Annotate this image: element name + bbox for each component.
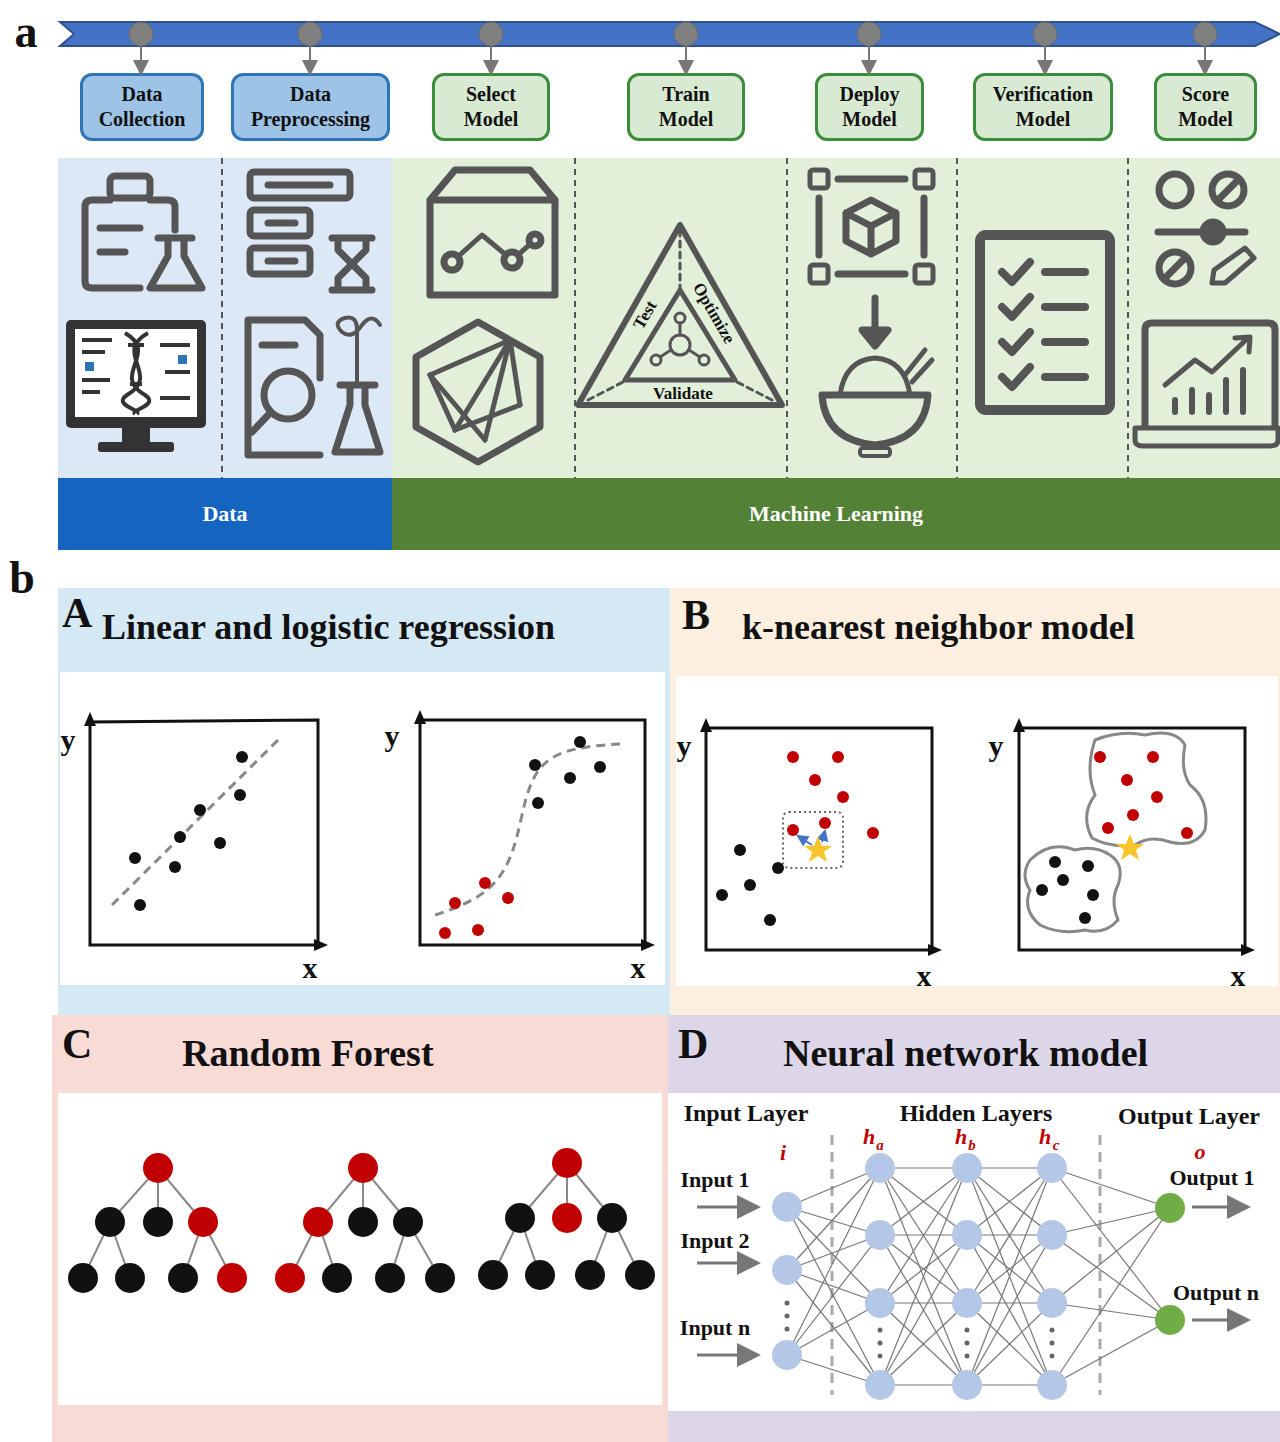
panel-title: Neural network model <box>783 1033 1148 1075</box>
node-label: Verification Model <box>982 82 1104 132</box>
panel-letter: B <box>682 592 710 638</box>
network-label: Input 1 <box>680 1169 749 1191</box>
node-label: Machine Learning <box>749 501 923 527</box>
panel-label: a <box>15 9 38 55</box>
axis-label: y <box>989 731 1004 761</box>
network-label: Output n <box>1173 1282 1259 1304</box>
network-label: o <box>1195 1141 1206 1163</box>
network-label: i <box>780 1142 786 1164</box>
network-label: Input Layer <box>684 1101 809 1125</box>
network-label: h <box>1039 1126 1051 1148</box>
category-band: Machine Learning <box>392 478 1280 550</box>
node-label: Data <box>202 501 247 527</box>
network-label: h <box>955 1126 967 1148</box>
panel-title: k-nearest neighbor model <box>742 608 1135 648</box>
panel-letter: C <box>62 1021 92 1067</box>
network-label: Hidden Layers <box>900 1101 1053 1125</box>
panel-letter: A <box>62 590 92 636</box>
network-label: Input n <box>680 1317 750 1339</box>
axis-label: y <box>61 725 76 755</box>
axis-label: x <box>1231 961 1246 991</box>
stage-box: Train Model <box>627 73 745 141</box>
network-label: c <box>1053 1138 1060 1153</box>
panel-title: Random Forest <box>182 1033 434 1075</box>
node-label: Train Model <box>636 82 736 132</box>
stage-box: Data Collection <box>80 73 204 141</box>
stage-box: Select Model <box>432 73 550 141</box>
network-label: a <box>876 1138 884 1153</box>
axis-label: x <box>303 953 318 983</box>
axis-label: y <box>385 721 400 751</box>
panel-label: b <box>9 555 35 601</box>
category-band: Data <box>58 478 392 550</box>
node-label: Score Model <box>1163 82 1248 132</box>
axis-label: x <box>917 961 932 991</box>
stage-box: Verification Model <box>973 73 1113 141</box>
node-label: Deploy Model <box>824 82 915 132</box>
stage-box: Deploy Model <box>815 73 924 141</box>
stage-box: Score Model <box>1154 73 1257 141</box>
network-label: b <box>968 1138 976 1153</box>
stage-box: Data Preprocessing <box>231 73 390 141</box>
panel-title: Linear and logistic regression <box>102 608 555 648</box>
axis-label: y <box>677 731 692 761</box>
network-label: Output Layer <box>1118 1104 1260 1128</box>
node-label: Select Model <box>441 82 541 132</box>
network-label: Output 1 <box>1170 1167 1255 1189</box>
node-label: Data Preprocessing <box>240 82 381 132</box>
node-label: Data Collection <box>89 82 195 132</box>
panel-letter: D <box>678 1021 708 1067</box>
cycle-label: Validate <box>653 385 713 402</box>
network-label: h <box>863 1126 875 1148</box>
axis-label: x <box>631 953 646 983</box>
network-label: Input 2 <box>680 1230 749 1252</box>
